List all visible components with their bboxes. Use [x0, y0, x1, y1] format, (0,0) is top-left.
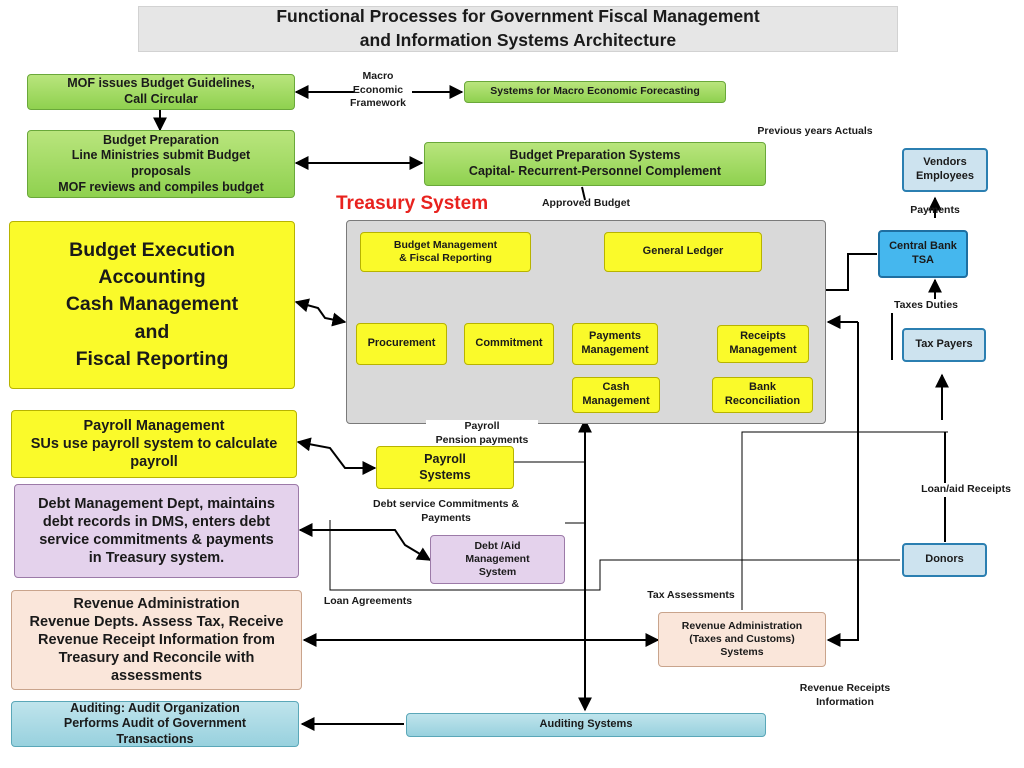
loan-aid-receipts-label: Loan/aid Receipts	[912, 483, 1020, 497]
bank-reconciliation-box: Bank Reconciliation	[712, 377, 813, 413]
revenue-administration-box: Revenue Administration Revenue Depts. As…	[11, 590, 302, 690]
previous-actuals-label: Previous years Actuals	[757, 125, 873, 137]
budget-preparation-systems-box: Budget Preparation Systems Capital- Recu…	[424, 142, 766, 186]
payments-management-box: Payments Management	[572, 323, 658, 365]
commitment-box: Commitment	[464, 323, 554, 365]
payroll-management-box: Payroll Management SUs use payroll syste…	[11, 410, 297, 478]
payroll-pension-label: Payroll Pension payments	[426, 420, 538, 448]
macro-framework-label: Macro Economic Framework	[349, 70, 407, 110]
procurement-box: Procurement	[356, 323, 447, 365]
mof-guidelines-box: MOF issues Budget Guidelines, Call Circu…	[27, 74, 295, 110]
loan-agreements-label: Loan Agreements	[323, 595, 413, 607]
cash-management-box: Cash Management	[572, 377, 660, 413]
debt-service-label: Debt service Commitments & Payments	[373, 498, 519, 524]
macro-forecasting-systems-box: Systems for Macro Economic Forecasting	[464, 81, 726, 103]
budget-management-reporting-box: Budget Management & Fiscal Reporting	[360, 232, 531, 272]
revenue-receipts-label: Revenue Receipts Information	[799, 682, 891, 708]
treasury-system-title: Treasury System	[336, 193, 489, 214]
donors-box: Donors	[902, 543, 987, 577]
revenue-systems-box: Revenue Administration (Taxes and Custom…	[658, 612, 826, 667]
approved-budget-label: Approved Budget	[541, 197, 631, 209]
central-bank-tsa-box: Central Bank TSA	[878, 230, 968, 278]
vendors-employees-box: Vendors Employees	[902, 148, 988, 192]
auditing-systems-box: Auditing Systems	[406, 713, 766, 737]
debt-management-box: Debt Management Dept, maintains debt rec…	[14, 484, 299, 578]
budget-execution-box: Budget Execution Accounting Cash Managem…	[9, 221, 295, 389]
taxes-duties-label: Taxes Duties	[886, 299, 966, 313]
budget-preparation-box: Budget Preparation Line Ministries submi…	[27, 130, 295, 198]
payments-label: Payments	[910, 204, 960, 216]
general-ledger-box: General Ledger	[604, 232, 762, 272]
tax-payers-box: Tax Payers	[902, 328, 986, 362]
auditing-box: Auditing: Audit Organization Performs Au…	[11, 701, 299, 747]
receipts-management-box: Receipts Management	[717, 325, 809, 363]
page-title: Functional Processes for Government Fisc…	[138, 6, 898, 52]
payroll-systems-box: Payroll Systems	[376, 446, 514, 489]
tax-assessments-label: Tax Assessments	[647, 589, 735, 601]
debt-aid-system-box: Debt /Aid Management System	[430, 535, 565, 584]
